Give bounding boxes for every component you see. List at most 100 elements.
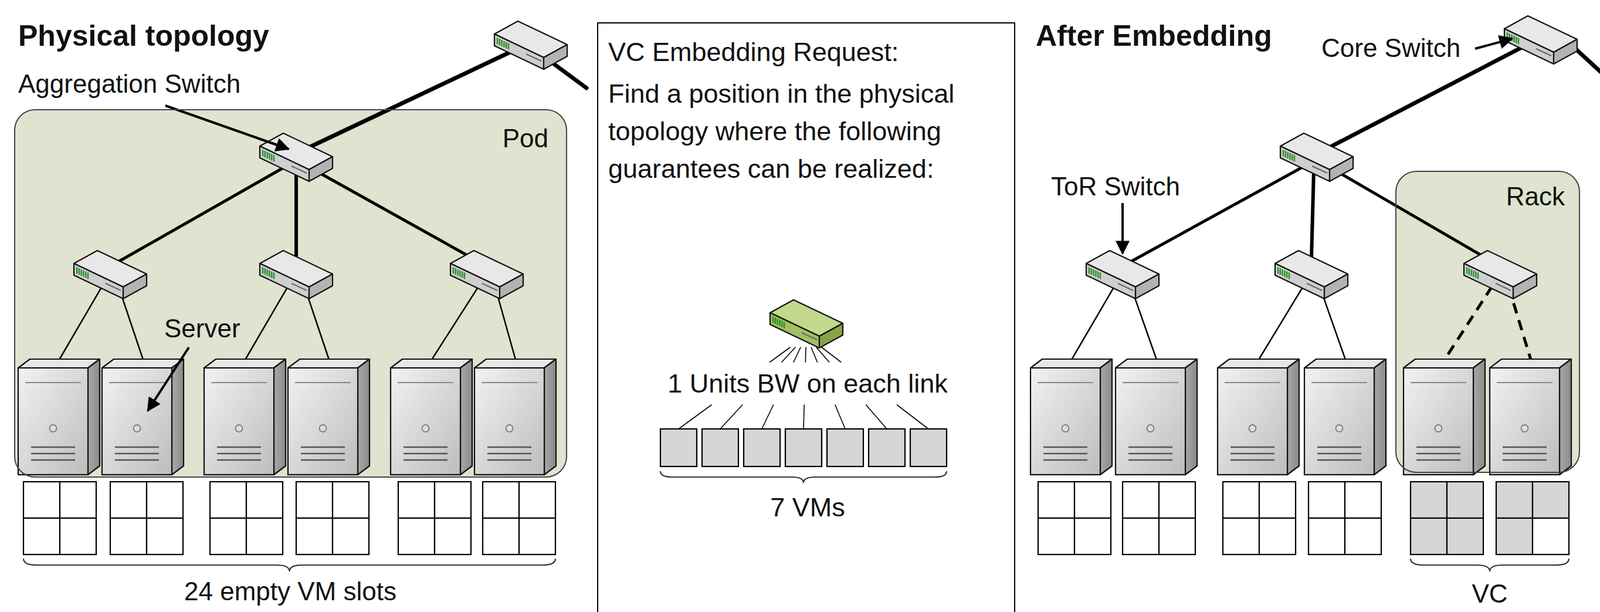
aggregation-switch-icon xyxy=(1280,133,1354,182)
switch-port xyxy=(85,271,87,279)
server-vent xyxy=(114,452,159,455)
region-label: Pod xyxy=(502,123,549,155)
server-icon xyxy=(204,358,286,475)
vm-slot-grid xyxy=(398,481,471,555)
server-bay xyxy=(1410,381,1467,383)
server-icon xyxy=(1115,358,1198,475)
bandwidth-fan-line xyxy=(896,404,929,429)
switch-port xyxy=(1472,270,1475,277)
server-side xyxy=(460,358,473,475)
server-button xyxy=(1336,424,1344,432)
request-body: Find a position in the physical topology… xyxy=(608,75,1008,188)
vm-slot xyxy=(296,517,333,555)
server-side xyxy=(544,358,557,475)
vm-slot xyxy=(146,517,183,555)
vm-slot xyxy=(1158,517,1196,555)
vm-slot xyxy=(23,481,60,518)
vm-box xyxy=(826,428,864,467)
core-switch-icon xyxy=(494,21,568,70)
server-vent xyxy=(1317,446,1362,449)
switch-port xyxy=(1506,32,1509,39)
switch-side xyxy=(1513,273,1537,299)
server-side xyxy=(1473,358,1486,475)
vm-slot xyxy=(1446,517,1484,555)
vm-slot xyxy=(1344,481,1382,518)
server-vent xyxy=(1043,452,1088,455)
switch-trim xyxy=(1536,48,1552,56)
vm-slot xyxy=(1446,481,1484,518)
server-front xyxy=(1217,367,1288,475)
switch-side xyxy=(1135,273,1159,299)
text-slot: After Embedding xyxy=(1035,18,1273,54)
server-vent xyxy=(403,459,448,461)
server-side xyxy=(1185,358,1198,475)
server-bay xyxy=(25,381,81,383)
switch-trim xyxy=(1117,283,1134,291)
server-bay xyxy=(397,381,454,383)
server-front xyxy=(474,367,545,475)
vm-box xyxy=(868,428,905,467)
switch-side xyxy=(819,323,843,348)
switch-port xyxy=(463,272,466,279)
switch-trim xyxy=(1312,165,1328,174)
switch-port xyxy=(264,268,267,275)
bandwidth-fan-line xyxy=(803,404,805,429)
server-icon xyxy=(287,358,370,475)
switch-port xyxy=(1515,36,1518,44)
switch-trim xyxy=(291,283,307,291)
switch-port xyxy=(262,149,264,157)
rack-region: Rack xyxy=(1395,170,1581,473)
bracket-label: 24 empty VM slots xyxy=(184,575,397,608)
switch-port xyxy=(1475,271,1477,279)
server-top xyxy=(1030,358,1113,368)
switch-port xyxy=(1286,271,1288,279)
switch-front xyxy=(1275,263,1325,299)
curly-bracket xyxy=(23,558,556,572)
switch-port xyxy=(268,153,271,160)
vm-slot xyxy=(332,517,369,555)
vm-slot xyxy=(482,517,520,555)
switch-port xyxy=(78,268,81,275)
vm-slot xyxy=(110,481,147,518)
text-slot: ToR Switch xyxy=(1051,171,1181,203)
server-front xyxy=(1030,367,1101,475)
callout-arrow xyxy=(165,105,289,149)
server-button xyxy=(422,424,430,432)
switch-port xyxy=(500,39,503,47)
server-top xyxy=(1489,358,1572,368)
server-vent xyxy=(1230,452,1275,455)
network-link xyxy=(306,165,480,263)
tor-switch-icon xyxy=(1463,250,1537,299)
server-vent xyxy=(1416,446,1461,449)
vm-slot xyxy=(1074,481,1111,518)
text-slot: Find a position in the physical topology… xyxy=(608,75,1008,188)
server-bay xyxy=(481,381,538,383)
switch-port xyxy=(778,319,781,327)
vm-slot-grid xyxy=(1410,481,1484,555)
region-label: Rack xyxy=(1506,181,1565,213)
callout-arrow xyxy=(147,347,189,411)
server-vent xyxy=(31,452,76,455)
server-top xyxy=(18,358,100,368)
core-switch-icon xyxy=(1504,15,1578,64)
vm-slot-grid xyxy=(110,481,183,555)
vm-box xyxy=(743,428,781,467)
switch-port xyxy=(507,42,510,50)
server-bay xyxy=(1122,381,1179,383)
server-vent xyxy=(31,459,76,461)
switch-front xyxy=(1280,146,1330,182)
bandwidth-fan-line xyxy=(770,347,791,362)
virtual-switch-icon xyxy=(770,299,843,348)
text-slot: VC Embedding Request: xyxy=(608,36,899,69)
server-vent xyxy=(31,446,76,449)
server-top xyxy=(204,358,286,368)
panel-title: Physical topology xyxy=(18,18,270,54)
switch-front xyxy=(259,263,310,299)
switch-port xyxy=(1088,266,1091,274)
callout-arrow xyxy=(1121,202,1124,254)
network-link xyxy=(1574,48,1600,76)
switch-port xyxy=(1281,269,1284,276)
text-slot: Core Switch xyxy=(1321,32,1461,64)
vm-slot xyxy=(519,481,556,518)
switch-port xyxy=(1277,266,1280,274)
